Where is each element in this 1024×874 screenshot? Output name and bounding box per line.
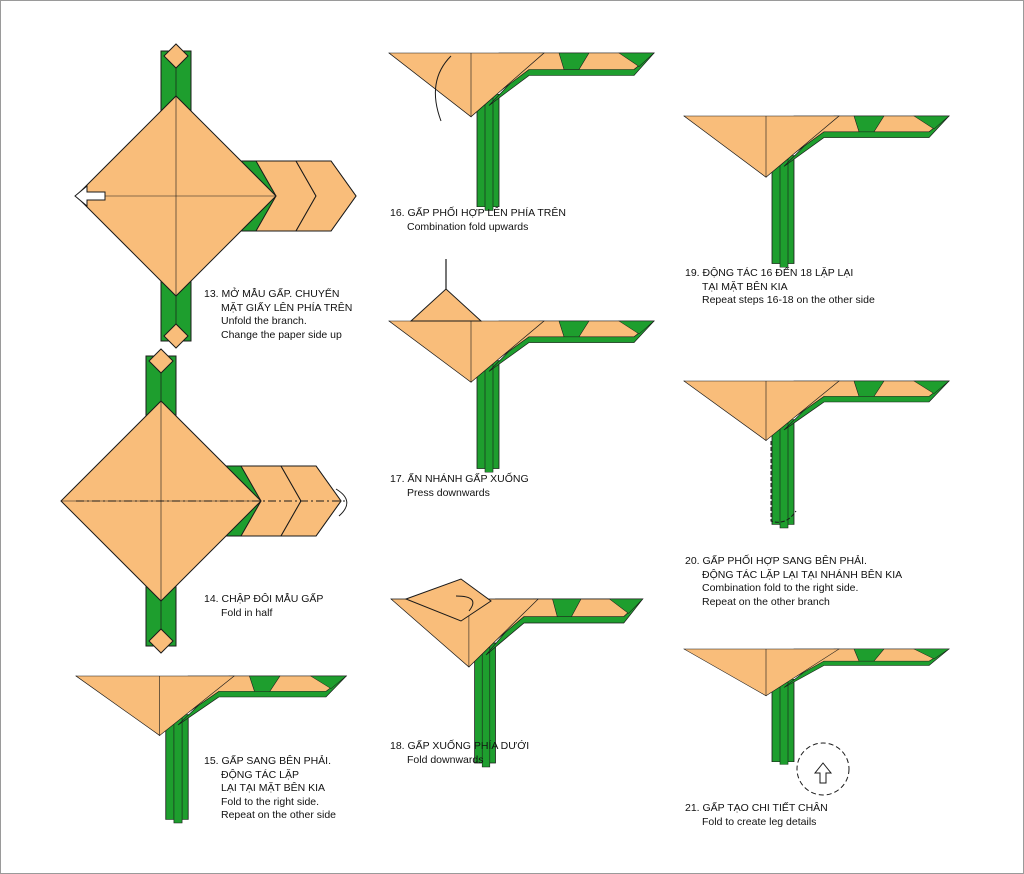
caption-line: Fold in half	[221, 606, 273, 619]
caption-line: 13. MỞ MẪU GẤP. CHUYỂN	[204, 288, 340, 300]
caption-line: Fold to the right side.	[221, 795, 320, 808]
step-21-caption: 21. GẤP TẠO CHI TIẾT CHÂN Fold to create…	[685, 802, 828, 829]
caption-line: ĐỘNG TÁC LẶP	[221, 768, 299, 781]
step-16-caption: 16. GẤP PHỐI HỢP LÊN PHÍA TRÊN Combinati…	[390, 207, 566, 234]
caption-line: Repeat on the other side	[221, 809, 336, 821]
step-18-caption: 18. GẤP XUỐNG PHÍA DƯỚI Fold downwards	[390, 740, 529, 767]
caption-line: Combination fold to the right side.	[702, 582, 859, 594]
step-20-figure	[683, 380, 950, 529]
caption-line: Change the paper side up	[221, 328, 342, 341]
step-14-figure	[60, 348, 348, 654]
step-13-figure	[74, 43, 357, 349]
step-16-figure	[388, 52, 655, 211]
caption-line: Fold downwards	[407, 753, 484, 766]
step-19-figure	[683, 115, 950, 268]
step-17-caption: 17. ẤN NHÁNH GẤP XUỐNG Press downwards	[390, 473, 529, 500]
caption-line: 20. GẤP PHỐI HỢP SANG BÊN PHẢI.	[685, 555, 867, 567]
step-21-figure	[683, 648, 950, 796]
caption-line: 18. GẤP XUỐNG PHÍA DƯỚI	[390, 740, 530, 752]
step-20-caption: 20. GẤP PHỐI HỢP SANG BÊN PHẢI. ĐỘNG TÁC…	[685, 555, 902, 609]
caption-line: LẠI TẠI MẶT BÊN KIA	[221, 782, 326, 794]
step-15-caption: 15. GẤP SANG BÊN PHẢI. ĐỘNG TÁC LẶP LẠI …	[204, 755, 336, 823]
step-13-caption: 13. MỞ MẪU GẤP. CHUYỂN MẶT GIẤY LÊN PHÍA…	[204, 288, 352, 342]
caption-line: TẠI MẶT BÊN KIA	[702, 280, 788, 293]
step-18-figure	[390, 578, 644, 768]
caption-line: Combination fold upwards	[407, 220, 529, 233]
arrow-up-icon	[813, 762, 833, 784]
arrow-left-icon	[74, 184, 106, 208]
fold-arrow-icon	[335, 488, 348, 517]
fold-arrow-icon	[434, 55, 452, 122]
caption-line: 16. GẤP PHỐI HỢP LÊN PHÍA TRÊN	[390, 207, 566, 219]
caption-line: Unfold the branch.	[221, 315, 307, 327]
caption-line: ĐỘNG TÁC LẶP LẠI TẠI NHÁNH BÊN KIA	[702, 568, 903, 581]
fold-arrow-icon	[455, 595, 474, 612]
step-17-figure	[388, 259, 655, 473]
caption-line: MẶT GIẤY LÊN PHÍA TRÊN	[221, 301, 353, 314]
caption-line: Repeat on the other branch	[702, 595, 830, 608]
caption-line: 21. GẤP TẠO CHI TIẾT CHÂN	[685, 802, 828, 814]
caption-line: 19. ĐỘNG TÁC 16 ĐẾN 18 LẶP LẠI	[685, 267, 854, 279]
caption-line: Fold to create leg details	[702, 815, 817, 828]
caption-line: 14. CHẬP ĐÔI MẪU GẤP	[204, 593, 324, 605]
step-19-caption: 19. ĐỘNG TÁC 16 ĐẾN 18 LẶP LẠI TẠI MẶT B…	[685, 267, 875, 308]
caption-line: 15. GẤP SANG BÊN PHẢI.	[204, 755, 332, 767]
step-14-caption: 14. CHẬP ĐÔI MẪU GẤP Fold in half	[204, 593, 323, 620]
caption-line: Repeat steps 16-18 on the other side	[702, 294, 875, 306]
caption-line: Press downwards	[407, 486, 490, 499]
fold-arrow-icon	[770, 441, 797, 523]
caption-line: 17. ẤN NHÁNH GẤP XUỐNG	[390, 473, 529, 485]
